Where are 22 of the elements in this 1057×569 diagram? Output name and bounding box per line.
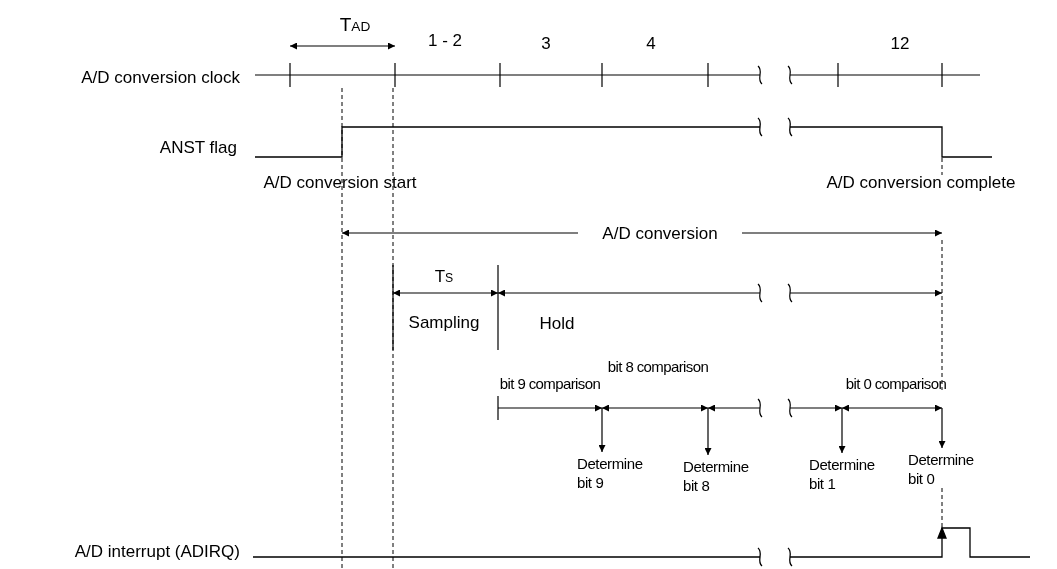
arrow <box>704 407 712 456</box>
signal-label: A/D conversion complete <box>826 173 1016 191</box>
signal-label: Hold <box>539 314 575 332</box>
signal-label: A/D conversion start <box>263 173 417 191</box>
signal-label: 3 <box>541 34 551 52</box>
arrow <box>838 407 846 454</box>
signal-label: A/D interrupt (ADIRQ) <box>74 542 240 560</box>
result-label: Determine bit 8 <box>683 458 757 496</box>
signal-label: bit 8 comparison <box>607 358 709 374</box>
arrow <box>938 407 946 449</box>
signal-label: Sampling <box>408 313 480 331</box>
result-label: Determine bit 0 <box>908 451 982 489</box>
signal-label: A/D conversion clock <box>81 68 240 86</box>
signal-label: bit 0 comparison <box>845 375 947 391</box>
signal-label: 12 <box>890 34 910 52</box>
signal-label: 1 - 2 <box>428 31 462 49</box>
arrow <box>598 407 606 453</box>
signal-label: bit 9 comparison <box>499 375 601 391</box>
signal-label: 4 <box>646 34 656 52</box>
result-label: Determine bit 1 <box>809 456 883 494</box>
signal-label: ANST flag <box>159 138 237 156</box>
result-label: Determine bit 9 <box>577 455 651 493</box>
